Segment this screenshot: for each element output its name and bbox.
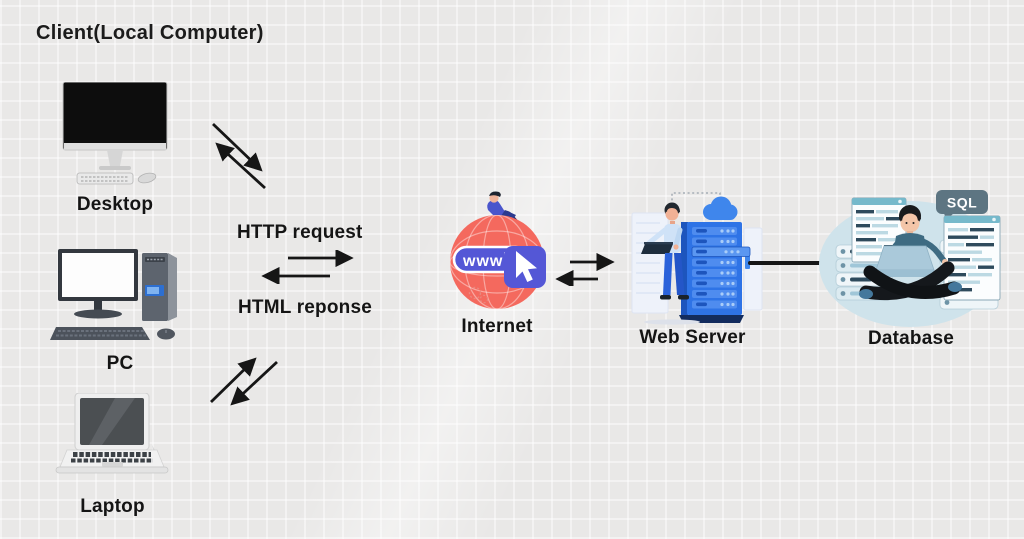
internet-label: Internet <box>461 316 533 337</box>
desktop-label: Desktop <box>76 194 154 215</box>
pc-label: PC <box>106 353 134 374</box>
server-rack-person-icon <box>631 192 763 325</box>
database-person-icon <box>859 205 962 301</box>
html-response-label: HTML reponse <box>238 297 373 318</box>
server-database-connector <box>748 261 830 265</box>
globe-www-browser-icon: www <box>450 191 546 309</box>
cloud-icon <box>703 196 738 220</box>
web-server-node: Web Server <box>620 183 765 349</box>
mouse-pointer-icon <box>516 251 537 282</box>
pc-tower-icon <box>50 249 177 340</box>
desktop-exchange-arrows <box>212 122 266 190</box>
internet-node: www Internet <box>437 190 557 338</box>
desktop-computer-icon <box>62 82 168 185</box>
database-label: Database <box>867 328 955 349</box>
database-stacks-person-icon: SQL <box>819 190 1001 327</box>
server-admin-person-icon <box>641 202 700 325</box>
internet-server-arrows <box>555 252 615 286</box>
laptop-icon <box>55 393 169 474</box>
diagram-title: Client(Local Computer) <box>36 22 264 44</box>
web-server-label: Web Server <box>639 327 746 348</box>
client-pc-node: PC <box>50 245 190 375</box>
client-desktop-node: Desktop <box>55 82 175 216</box>
request-response-arrows <box>261 250 354 284</box>
database-node: SQL <box>812 186 1010 350</box>
client-laptop-node: Laptop <box>55 393 170 518</box>
http-request-label: HTTP request <box>237 222 363 243</box>
sql-text: SQL <box>947 195 977 211</box>
www-text: www <box>462 253 503 270</box>
laptop-label: Laptop <box>80 496 145 517</box>
laptop-exchange-arrows <box>210 357 278 406</box>
